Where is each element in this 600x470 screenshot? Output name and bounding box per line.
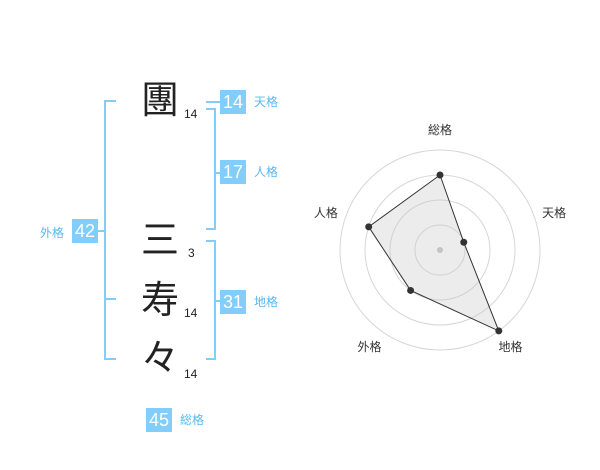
soukaku-badge: 45 — [146, 408, 173, 432]
stroke-count-3: 14 — [184, 306, 198, 320]
radar-axis-label-3: 地格 — [499, 339, 523, 354]
tenkaku-label: 天格 — [254, 95, 279, 109]
tenkaku-badge: 14 — [220, 90, 247, 114]
radar-ring — [389, 199, 491, 301]
radar-point-5 — [365, 223, 373, 231]
name-char-4: 々 — [141, 336, 180, 380]
gaikaku-badge: 42 — [72, 219, 99, 243]
soukaku-label: 総格 — [180, 413, 205, 427]
radar-axis-label-1: 総格 — [428, 122, 452, 137]
name-char-3: 寿 — [141, 278, 180, 322]
radar-axis-label-4: 外格 — [357, 339, 381, 354]
radar-center — [437, 247, 443, 253]
radar-point-2 — [460, 238, 468, 246]
radar-axis-label-2: 天格 — [542, 205, 566, 220]
chikaku-bracket-tick — [214, 300, 222, 302]
radar-ring — [339, 149, 541, 351]
gaikaku-label: 外格 — [40, 226, 65, 240]
radar-ring — [414, 224, 466, 276]
jinkaku-bracket-top — [206, 108, 216, 110]
tenkaku-bracket — [206, 101, 220, 103]
jinkaku-bracket-bottom — [206, 228, 216, 230]
radar-point-1 — [436, 171, 444, 179]
jinkaku-bracket-tick — [214, 172, 222, 174]
jinkaku-bracket — [214, 108, 216, 230]
chikaku-bracket-top — [206, 240, 216, 242]
gaikaku-bracket-tick — [98, 230, 106, 232]
radar-point-4 — [407, 286, 415, 294]
chikaku-label: 地格 — [254, 295, 279, 309]
chikaku-badge: 31 — [220, 290, 247, 314]
stroke-count-1: 14 — [184, 107, 198, 121]
gaikaku-bracket-top — [104, 100, 116, 102]
name-char-2: 三 — [141, 218, 180, 262]
jinkaku-label: 人格 — [254, 165, 279, 179]
radar-axis-label-5: 人格 — [314, 205, 338, 220]
jinkaku-badge: 17 — [220, 160, 247, 184]
stroke-count-2: 3 — [188, 246, 195, 260]
radar-point-3 — [495, 327, 503, 335]
gaikaku-bracket-bottom — [104, 358, 116, 360]
radar-area — [367, 174, 500, 332]
chikaku-bracket-bottom — [206, 358, 216, 360]
gaikaku-bracket-mid — [104, 298, 116, 300]
stroke-count-4: 14 — [184, 367, 198, 381]
name-char-1: 團 — [141, 78, 180, 122]
